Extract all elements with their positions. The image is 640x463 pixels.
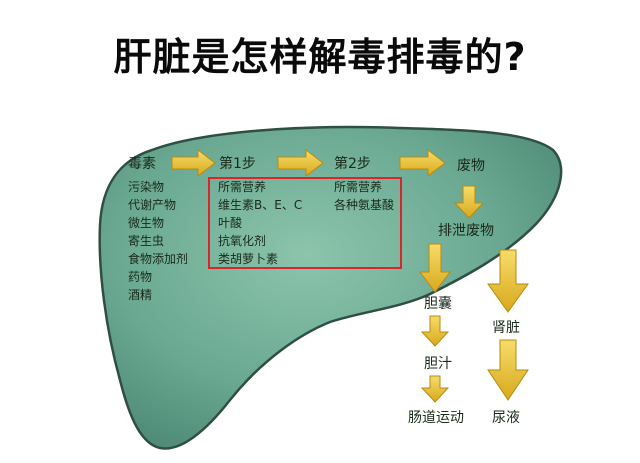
arrow-kidney-to-urine: [487, 339, 529, 401]
step1-item: 维生素B、E、C: [218, 198, 302, 212]
gallbladder-label: 胆囊: [424, 295, 452, 312]
arrow-toxins-to-step1: [171, 148, 216, 178]
arrow-excrete-to-kidney: [487, 249, 529, 313]
toxin-item: 酒精: [128, 288, 152, 302]
toxin-item: 食物添加剂: [128, 251, 188, 266]
kidney-label: 肾脏: [492, 320, 520, 336]
step1-header: 第1步: [219, 155, 256, 172]
arrow-bile-to-intestine: [420, 375, 450, 403]
step1-item: 抗氧化剂: [218, 233, 266, 248]
step1-item: 类胡萝卜素: [218, 252, 278, 266]
highlight-box: [208, 177, 402, 269]
step2-item: 各种氨基酸: [334, 197, 394, 212]
step1-item: 叶酸: [218, 215, 242, 230]
step2-header: 第2步: [334, 155, 371, 172]
bile-label: 胆汁: [424, 356, 452, 372]
step1-item: 所需营养: [218, 179, 266, 194]
toxin-item: 药物: [128, 270, 152, 284]
intestine-label: 肠道运动: [408, 410, 464, 426]
arrow-step1-to-step2: [277, 148, 324, 178]
page-title: 肝脏是怎样解毒排毒的?: [113, 35, 527, 79]
toxin-item: 代谢产物: [128, 197, 176, 212]
toxins-header: 毒素: [128, 156, 156, 172]
toxin-item: 寄生虫: [128, 233, 164, 248]
arrow-step2-to-waste: [399, 148, 446, 178]
waste-label: 废物: [457, 158, 485, 174]
arrow-waste-to-excrete: [453, 185, 485, 219]
excrete-label: 排泄废物: [438, 223, 494, 239]
urine-label: 尿液: [492, 410, 520, 426]
toxin-item: 污染物: [128, 179, 164, 194]
arrow-excrete-to-gallbladder: [419, 243, 451, 293]
arrow-gallbladder-to-bile: [420, 315, 450, 347]
liver-shape: [98, 125, 563, 450]
step2-item: 所需营养: [334, 179, 382, 194]
toxin-item: 微生物: [128, 216, 164, 230]
